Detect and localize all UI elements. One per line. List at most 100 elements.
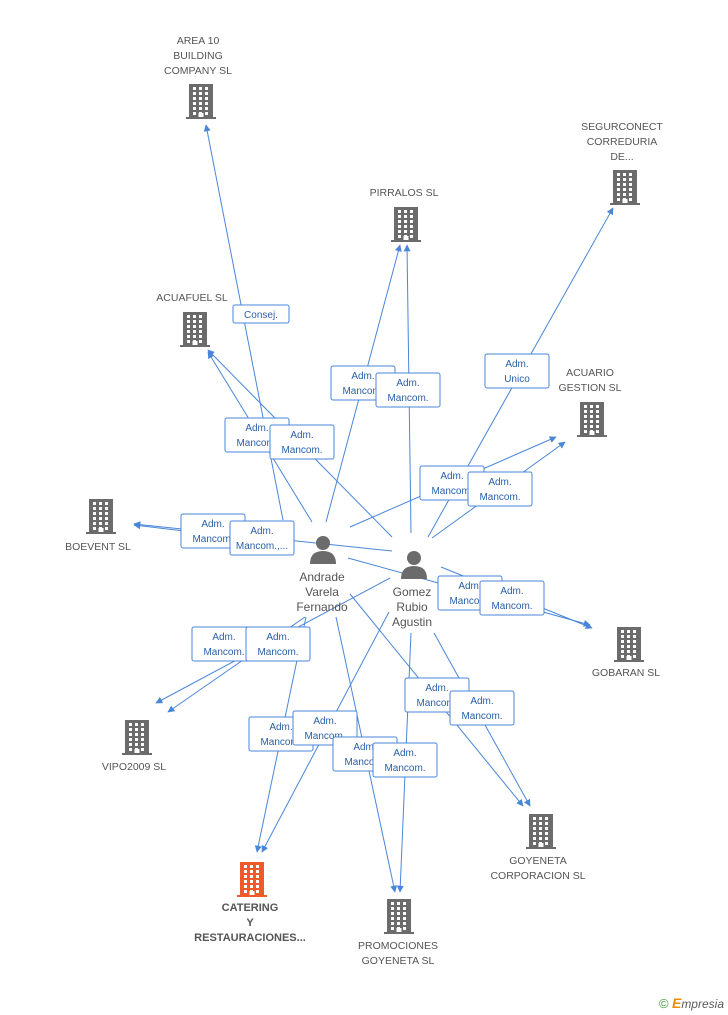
- edge-label-text: Adm.: [396, 378, 419, 389]
- edge-label-box: [269, 424, 335, 460]
- edge-label-gomez-acuafuel[interactable]: Adm. Mancom.: [269, 424, 335, 460]
- building-icon: [186, 84, 216, 119]
- company-node-gobaran[interactable]: GOBARAN SL: [592, 627, 660, 679]
- edge-label-text: Adm.: [290, 430, 313, 441]
- company-label: RESTAURACIONES...: [194, 932, 306, 944]
- company-label: GOYENETA SL: [362, 955, 435, 967]
- edge-label-text: Mancom.: [192, 534, 233, 545]
- person-label: Varela: [305, 585, 339, 599]
- person-icon: [310, 536, 336, 564]
- edge-label-box: [484, 353, 550, 389]
- company-label: Y: [246, 917, 254, 929]
- edge-label-text: Adm.: [201, 519, 224, 530]
- edge-label-text: Adm.: [425, 683, 448, 694]
- company-label: ACUAFUEL SL: [156, 292, 228, 304]
- edge-label-text: Mancom.: [461, 711, 502, 722]
- building-icon: [526, 814, 556, 849]
- edge-label-text: Adm.: [393, 748, 416, 759]
- company-label: VIPO2009 SL: [102, 761, 166, 773]
- edge-label-text: Adm.: [458, 581, 481, 592]
- edge-label-text: Adm.: [440, 471, 463, 482]
- edge-label-text: Mancom.: [416, 698, 457, 709]
- edge-label-text: Mancom.: [449, 596, 490, 607]
- brand-rest: mpresia: [681, 997, 724, 1011]
- edge-label-gomez-boevent[interactable]: Adm. Mancom.,...: [229, 520, 295, 556]
- person-label: Andrade: [299, 570, 345, 584]
- company-node-goyeneta_corp[interactable]: GOYENETA CORPORACION SL: [490, 814, 586, 882]
- company-label: PIRRALOS SL: [370, 187, 439, 199]
- company-node-acuario[interactable]: ACUARIO GESTION SL: [558, 367, 622, 437]
- edge-label-text: Mancom.: [257, 647, 298, 658]
- edge-label-text: Consej.: [244, 310, 278, 321]
- edge-label-text: Mancom.: [387, 393, 428, 404]
- company-label: GOYENETA: [509, 855, 567, 867]
- edge-label-box: [372, 742, 438, 778]
- company-label: DE...: [610, 151, 633, 163]
- edge-label-text: Mancom.: [236, 438, 277, 449]
- company-node-vipo[interactable]: VIPO2009 SL: [102, 720, 166, 773]
- empresia-brand[interactable]: © Empresia: [659, 995, 724, 1011]
- edge-label-text: Adm.: [488, 477, 511, 488]
- edge-label-box: [479, 580, 545, 616]
- building-icon: [577, 402, 607, 437]
- edge-label-box: [467, 471, 533, 507]
- edge-label-text: Adm.: [313, 716, 336, 727]
- edge-label-text: Adm.: [353, 742, 376, 753]
- person-label: Agustin: [392, 615, 432, 629]
- edge-label-text: Mancom.: [342, 386, 383, 397]
- company-label: BOEVENT SL: [65, 541, 131, 553]
- edge-label-gomez-acuario[interactable]: Adm.Mancom.: [467, 471, 533, 507]
- edge-label-text: Mancom.: [384, 763, 425, 774]
- edge-label-text: Mancom.,...: [236, 541, 288, 552]
- edge-label-text: Adm.: [505, 359, 528, 370]
- edge-labels-layer: Consej.Adm.Mancom.Adm.Mancom.Adm.Mancom.…: [180, 304, 550, 778]
- edge-label-gomez-promociones[interactable]: Adm. Mancom.: [372, 742, 438, 778]
- edge-label-gomez-pirralos[interactable]: Adm. Mancom.: [375, 372, 441, 408]
- edge-label-text: Mancom.: [281, 445, 322, 456]
- edge-label-text: Adm.: [500, 586, 523, 597]
- building-icon: [610, 170, 640, 205]
- edge-label-text: Adm.: [212, 632, 235, 643]
- edge-label-box: [449, 690, 515, 726]
- edge-label-gomez-vipo[interactable]: Adm.Mancom.: [191, 626, 257, 662]
- company-node-boevent[interactable]: BOEVENT SL: [65, 499, 131, 553]
- edge-label-box: [245, 626, 311, 662]
- edge-label-text: Mancom.: [260, 737, 301, 748]
- edge-label-andrade-vipo[interactable]: Adm. Mancom.: [245, 626, 311, 662]
- edge-label-box: [375, 372, 441, 408]
- edge-label-andrade-area10[interactable]: Consej.: [232, 304, 290, 324]
- edge-label-text: Adm.: [245, 423, 268, 434]
- company-label: ACUARIO: [566, 367, 614, 379]
- company-node-acuafuel[interactable]: ACUAFUEL SL: [156, 292, 228, 347]
- building-icon: [614, 627, 644, 662]
- company-label: CORPORACION SL: [490, 870, 585, 882]
- company-node-segurconect[interactable]: SEGURCONECTCORREDURIADE...: [581, 121, 663, 205]
- building-icon: [391, 207, 421, 242]
- edge-label-text: Mancom.: [344, 757, 385, 768]
- company-node-promociones[interactable]: PROMOCIONES GOYENETA SL: [358, 899, 438, 967]
- edge-label-text: Adm.: [266, 632, 289, 643]
- edge-label-text: Adm.: [470, 696, 493, 707]
- company-node-pirralos[interactable]: PIRRALOS SL: [370, 187, 439, 242]
- edge-label-gomez-gobaran[interactable]: Adm.Mancom.: [479, 580, 545, 616]
- edge-label-gomez-goyeneta_corp[interactable]: Adm. Mancom.: [449, 690, 515, 726]
- edge-label-text: Mancom.: [304, 731, 345, 742]
- edge-label-text: Mancom.: [431, 486, 472, 497]
- person-label: Rubio: [396, 600, 428, 614]
- edge-label-gomez-segurconect[interactable]: Adm.Unico: [484, 353, 550, 389]
- brand-e: E: [671, 995, 682, 1011]
- company-node-catering[interactable]: CATERINGYRESTAURACIONES...: [194, 862, 306, 944]
- edge-label-text: Adm.: [250, 526, 273, 537]
- person-label: Fernando: [296, 600, 348, 614]
- company-label: GESTION SL: [558, 382, 621, 394]
- company-label: PROMOCIONES: [358, 940, 438, 952]
- building-icon: [384, 899, 414, 934]
- building-icon: [237, 862, 267, 897]
- person-label: Gomez: [393, 585, 432, 599]
- building-icon: [122, 720, 152, 755]
